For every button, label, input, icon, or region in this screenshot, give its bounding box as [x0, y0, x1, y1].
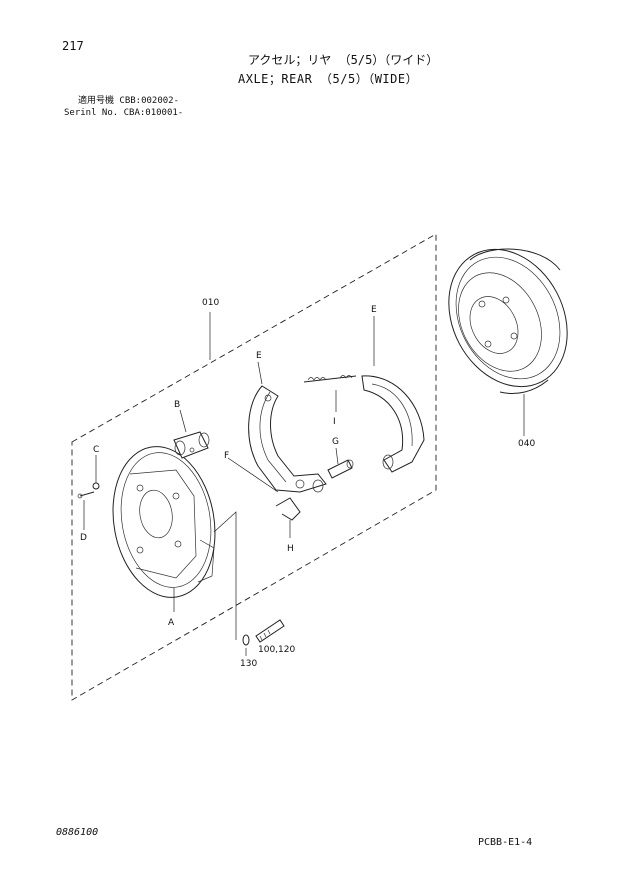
document-code: 0886100 [56, 827, 99, 838]
sheet-code: PCBB-E1-4 [478, 837, 533, 848]
callout-130: 130 [240, 659, 257, 669]
callout-010: 010 [202, 298, 219, 308]
callout-g: G [332, 437, 339, 447]
serial-number-line: Serinl No. CBA:010001- [64, 108, 184, 118]
callout-040: 040 [518, 439, 535, 449]
callout-e-right: E [371, 305, 377, 315]
retainer-clip[interactable] [275, 497, 301, 521]
callout-100-120: 100,120 [258, 645, 295, 655]
callout-b: B [174, 400, 180, 410]
brake-shoe-right[interactable] [361, 375, 425, 473]
callout-h: H [287, 544, 294, 554]
back-plate[interactable] [102, 438, 227, 605]
return-spring[interactable] [303, 375, 357, 383]
brake-drum[interactable] [426, 229, 591, 408]
callout-c: C [93, 445, 99, 455]
page-title-jp: アクセル；リヤ （5/5）（ワイド） [248, 53, 439, 67]
part-d-screw[interactable] [77, 491, 95, 499]
washer[interactable] [242, 634, 250, 646]
assembly-boundary [71, 233, 437, 701]
brake-shoe-left[interactable] [248, 385, 327, 493]
callout-f: F [224, 451, 229, 461]
page-title-en: AXLE；REAR （5/5）（WIDE） [238, 72, 419, 86]
pin[interactable] [327, 459, 354, 479]
callout-d: D [80, 533, 87, 543]
callout-e-left: E [256, 351, 262, 361]
callout-a: A [168, 618, 175, 628]
bolt[interactable] [255, 619, 285, 643]
wheel-cylinder[interactable] [173, 431, 210, 459]
callout-i: I [333, 417, 336, 427]
page-number: 217 [62, 39, 84, 53]
part-c[interactable] [92, 482, 100, 490]
serial-applicable-line: 適用号機 CBB:002002- [78, 96, 180, 106]
